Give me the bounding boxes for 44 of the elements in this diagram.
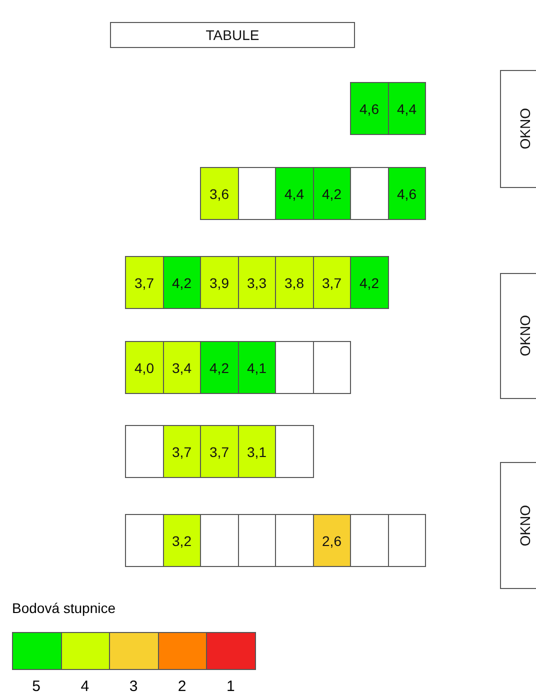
- desk-seat: 3,7: [162, 425, 201, 478]
- empty-seat: [275, 341, 314, 394]
- desk-seat: 3,6: [200, 167, 238, 220]
- empty-seat: [275, 425, 314, 478]
- desk-seat: 3,7: [125, 256, 164, 309]
- empty-seat: [388, 514, 426, 567]
- desk-seat: 4,2: [162, 256, 201, 309]
- empty-seat: [125, 425, 164, 478]
- desk-seat: 3,7: [312, 256, 351, 309]
- desk-seat: 3,7: [200, 425, 238, 478]
- desk-seat: 4,4: [388, 82, 426, 135]
- empty-seat: [238, 167, 276, 220]
- desk-seat: 3,4: [162, 341, 201, 394]
- empty-seat: [238, 514, 276, 567]
- legend-label: 2: [176, 678, 188, 695]
- window-box: OKNO: [500, 70, 536, 188]
- empty-seat: [350, 514, 388, 567]
- desk-seat: 4,2: [200, 341, 238, 394]
- desk-seat: 2,6: [312, 514, 351, 567]
- board-box: TABULE: [110, 22, 355, 48]
- desk-seat: 4,2: [350, 256, 388, 309]
- legend-label: 3: [128, 678, 139, 695]
- empty-seat: [275, 514, 314, 567]
- legend-title: Bodová stupnice: [12, 600, 116, 616]
- empty-seat: [350, 167, 388, 220]
- desk-seat: 3,1: [238, 425, 276, 478]
- desk-seat: 4,4: [275, 167, 314, 220]
- desk-seat: 3,3: [238, 256, 276, 309]
- desk-seat: 4,6: [388, 167, 426, 220]
- desk-seat: 4,6: [350, 82, 388, 135]
- empty-seat: [125, 514, 164, 567]
- desk-seat: 3,2: [162, 514, 201, 567]
- empty-seat: [312, 341, 351, 394]
- desk-seat: 3,8: [275, 256, 314, 309]
- desk-seat: 4,0: [125, 341, 164, 394]
- desk-seat: 3,9: [200, 256, 238, 309]
- legend-label: 1: [226, 678, 236, 695]
- empty-seat: [200, 514, 238, 567]
- legend-label: 5: [31, 678, 42, 695]
- window-box: OKNO: [500, 462, 536, 589]
- window-box: OKNO: [500, 273, 536, 399]
- desk-seat: 4,1: [238, 341, 276, 394]
- legend-label: 4: [80, 678, 90, 695]
- desk-seat: 4,2: [312, 167, 351, 220]
